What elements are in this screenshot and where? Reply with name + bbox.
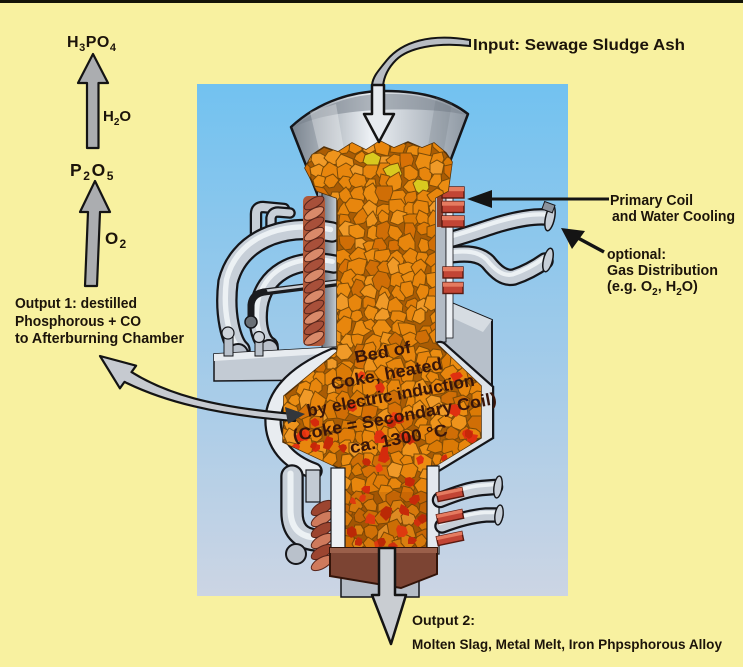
svg-text:Primary Coil: Primary Coil: [610, 193, 693, 209]
svg-text:P2O5: P2O5: [70, 160, 115, 183]
svg-text:Gas Distribution: Gas Distribution: [607, 263, 718, 279]
svg-text:Phosphorous + CO: Phosphorous + CO: [15, 314, 141, 330]
svg-text:Input: Sewage Sludge Ash: Input: Sewage Sludge Ash: [473, 37, 685, 54]
svg-text:and Water Cooling: and Water Cooling: [612, 209, 735, 225]
svg-text:Output 2:: Output 2:: [412, 612, 475, 628]
svg-text:(e.g. O2, H2O): (e.g. O2, H2O): [607, 279, 698, 298]
svg-text:Output 1: destilled: Output 1: destilled: [15, 296, 137, 312]
svg-text:H2O: H2O: [103, 108, 131, 128]
svg-text:H3PO4: H3PO4: [67, 34, 117, 54]
svg-text:O2: O2: [105, 229, 127, 251]
svg-text:to Afterburning Chamber: to Afterburning Chamber: [15, 331, 184, 347]
svg-text:Molten Slag, Metal Melt, Iron: Molten Slag, Metal Melt, Iron Phpsphorou…: [412, 636, 722, 652]
svg-text:optional:: optional:: [607, 247, 666, 263]
